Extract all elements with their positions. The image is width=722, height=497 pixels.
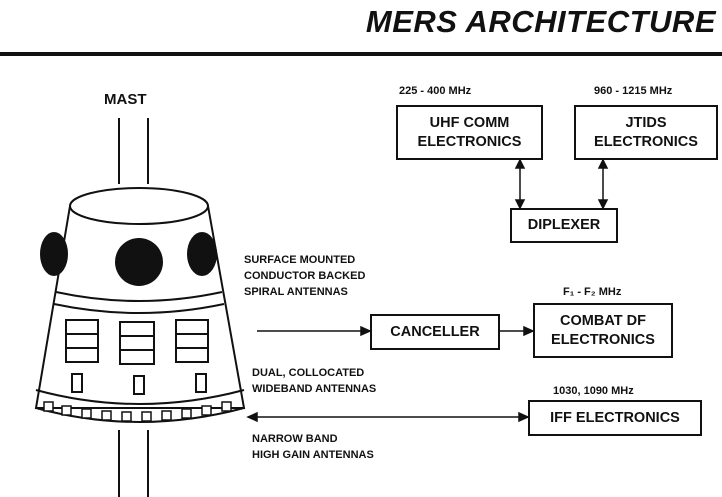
iff-frequency: 1030, 1090 MHz [553, 385, 634, 397]
box-line: ELECTRONICS [594, 133, 698, 150]
jtids-electronics-box: JTIDS ELECTRONICS [574, 105, 718, 160]
box-line: DIPLEXER [527, 217, 601, 233]
mast [118, 118, 149, 497]
mast-label: MAST [104, 91, 147, 108]
wideband-panel-1 [65, 319, 99, 363]
wideband-antenna-panels [65, 319, 209, 365]
box-line: CANCELLER [390, 323, 480, 340]
title-rule [0, 52, 722, 56]
uhf-comm-electronics-box: UHF COMM ELECTRONICS [396, 105, 543, 160]
wideband-antennas-note: DUAL, COLLOCATED WIDEBAND ANTENNAS [252, 365, 376, 397]
box-line: JTIDS [625, 114, 667, 131]
note-line: DUAL, COLLOCATED [252, 367, 365, 379]
page-title: MERS ARCHITECTURE [365, 4, 716, 39]
box-line: COMBAT DF [560, 312, 646, 329]
slot-1 [71, 373, 83, 393]
note-line: SURFACE MOUNTED [244, 254, 356, 266]
spiral-antenna-right [187, 232, 217, 276]
spiral-antenna-left [40, 232, 68, 276]
spiral-antennas [40, 232, 217, 286]
arrow-head [360, 325, 372, 337]
arrow-head [514, 158, 526, 169]
arrow-head [523, 325, 535, 337]
antenna-band-line-1 [55, 291, 223, 302]
slot-antennas [71, 373, 207, 395]
connections [246, 158, 609, 423]
box-line: ELECTRONICS [551, 331, 655, 348]
iff-electronics-box: IFF ELECTRONICS [528, 400, 702, 436]
antenna-rim-inner [35, 389, 245, 405]
note-line: SPIRAL ANTENNAS [244, 286, 348, 298]
arrow-head [518, 411, 530, 423]
narrow-band-antennas-note: NARROW BAND HIGH GAIN ANTENNAS [252, 431, 374, 463]
slot-2 [133, 375, 145, 395]
note-line: HIGH GAIN ANTENNAS [252, 449, 374, 461]
canceller-box: CANCELLER [370, 314, 500, 350]
note-line: WIDEBAND ANTENNAS [252, 383, 377, 395]
box-line: UHF COMM [429, 114, 510, 131]
note-line: CONDUCTOR BACKED [244, 270, 366, 282]
spiral-antennas-note: SURFACE MOUNTED CONDUCTOR BACKED SPIRAL … [244, 252, 365, 300]
narrow-band-ring [43, 401, 232, 422]
combat-df-electronics-box: COMBAT DF ELECTRONICS [533, 303, 673, 358]
box-line: ELECTRONICS [417, 133, 522, 150]
arrow-head [246, 411, 258, 423]
spiral-antenna-center [115, 238, 163, 286]
uhf-frequency: 225 - 400 MHz [399, 85, 472, 97]
box-line: IFF ELECTRONICS [550, 409, 680, 426]
arrow-head [597, 199, 609, 210]
diplexer-box: DIPLEXER [510, 208, 618, 243]
arrow-head [514, 199, 526, 210]
wideband-panel-3 [175, 319, 209, 363]
jtids-frequency: 960 - 1215 MHz [594, 85, 673, 97]
wideband-panel-2 [119, 321, 155, 365]
slot-3 [195, 373, 207, 393]
antenna-top-ellipse [69, 187, 209, 225]
arrow-head [597, 158, 609, 169]
antenna-band-line-2 [53, 303, 225, 314]
note-line: NARROW BAND [252, 433, 338, 445]
combat-df-frequency: F₁ - F₂ MHz [563, 286, 622, 298]
antenna-bottom-rim [35, 407, 245, 423]
